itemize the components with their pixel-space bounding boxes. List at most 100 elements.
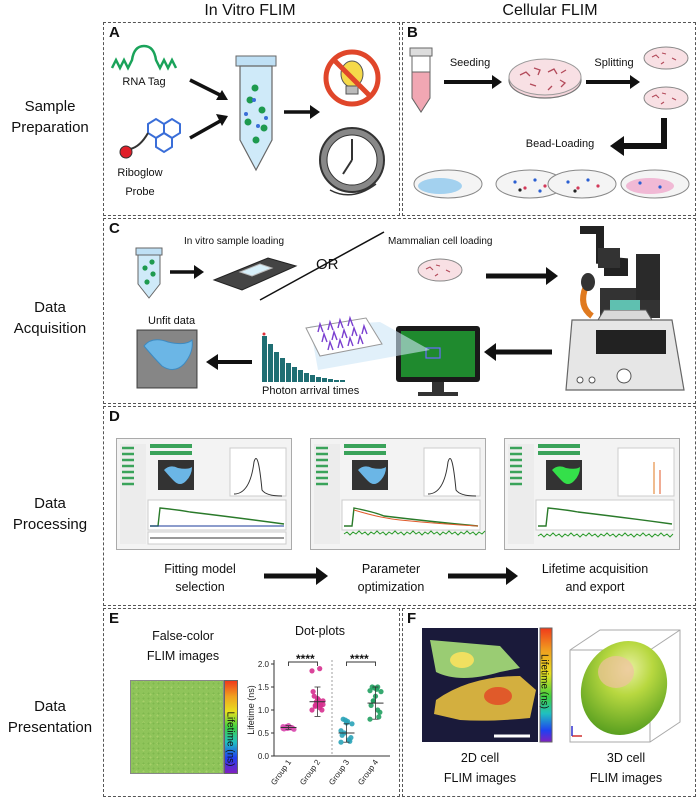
significance-bracket <box>288 661 318 666</box>
or-label: OR <box>316 256 339 273</box>
significance-bracket <box>346 661 376 666</box>
data-point <box>367 716 373 722</box>
no-light-icon <box>323 49 381 107</box>
dot-plots-title: Dot-plots <box>294 624 346 638</box>
column-header-in-vitro: In Vitro FLIM <box>204 2 296 19</box>
y-tick-label: 1.0 <box>258 706 270 715</box>
cell-loading-label: Mammalian cell loading <box>388 236 493 247</box>
probe-label-line-2: Probe <box>125 186 155 198</box>
y-axis-label: Lifetime (ns) <box>246 685 256 735</box>
data-point <box>349 721 355 727</box>
or-divider-line <box>259 231 385 301</box>
arrow-rna-to-tube <box>189 78 223 98</box>
step1-line-2: selection <box>175 580 225 594</box>
2d-cell-line-2: FLIM images <box>443 771 517 785</box>
step-parameter-label: Parameter optimization <box>336 560 446 596</box>
decay-histogram-3d-icon <box>305 315 383 357</box>
screenshot-3-content <box>508 444 675 544</box>
data-point <box>378 689 384 695</box>
screenshot-2-content <box>314 444 486 544</box>
microscope-icon <box>565 226 685 391</box>
unfit-data-label: Unfit data <box>148 315 196 327</box>
rna-tag-label: RNA Tag <box>122 76 166 88</box>
culture-dish-small-icons <box>643 46 689 110</box>
bead-loading-label: Bead-Loading <box>525 138 595 150</box>
y-tick-label: 0.5 <box>258 729 270 738</box>
panel-letter-a: A <box>109 24 120 41</box>
column-header-cellular: Cellular FLIM <box>502 2 598 19</box>
bead-loaded-dish-icons <box>413 169 690 199</box>
small-tube-icon <box>135 247 163 299</box>
screenshot-1-content <box>120 444 287 545</box>
data-point <box>310 689 316 695</box>
panel-letter-e: E <box>109 610 120 627</box>
row-label-data-processing: Data Processing <box>0 493 100 535</box>
step3-line-2: and export <box>565 580 625 594</box>
seeding-label: Seeding <box>449 57 491 69</box>
sample-slide-icon <box>212 257 298 291</box>
data-point <box>309 707 315 713</box>
step-fitting-model-label: Fitting model selection <box>140 560 260 596</box>
step2-line-1: Parameter <box>361 562 421 576</box>
photon-histogram-icon <box>262 332 345 382</box>
clock-icon <box>319 127 385 196</box>
false-color-line-2: FLIM images <box>146 649 220 663</box>
3d-cell-flim-image <box>569 629 681 743</box>
data-point <box>320 701 326 708</box>
y-tick-label: 0.0 <box>258 752 270 761</box>
row-label-line-1: Data <box>34 698 66 715</box>
data-point <box>342 717 348 723</box>
data-point <box>309 668 315 674</box>
arrow-bead-loading <box>620 118 667 149</box>
significance-marker-1: **** <box>296 652 315 666</box>
step1-line-1: Fitting model <box>164 562 236 576</box>
sample-tube-icon <box>235 55 277 172</box>
row-label-line-1: Data <box>34 299 66 316</box>
3d-cell-label: 3D cell FLIM images <box>576 748 676 788</box>
cell-dish-icon <box>417 258 463 282</box>
data-point <box>312 703 318 709</box>
splitting-label: Splitting <box>594 57 634 69</box>
step-lifetime-label: Lifetime acquisition and export <box>520 560 670 596</box>
panel-letter-c: C <box>109 220 120 237</box>
panel-letter-d: D <box>109 408 120 425</box>
panel-b <box>402 22 696 216</box>
computer-monitor-icon <box>396 326 480 396</box>
y-tick-label: 2.0 <box>258 660 270 669</box>
step2-line-2: optimization <box>357 580 425 594</box>
data-point <box>376 714 382 720</box>
3d-cell-line-2: FLIM images <box>589 771 663 785</box>
riboglow-probe-icon <box>119 117 181 159</box>
data-point <box>338 728 344 734</box>
lifetime-colorbar <box>224 680 238 774</box>
row-label-line-1: Data <box>34 495 66 512</box>
2d-cell-line-1: 2D cell <box>460 751 500 765</box>
row-label-line-2: Processing <box>12 516 88 533</box>
data-point <box>368 702 374 709</box>
panel-d <box>103 406 696 606</box>
probe-label-line-1: Riboglow <box>117 167 163 179</box>
data-point <box>338 739 344 745</box>
false-color-flim-image <box>130 680 224 774</box>
false-color-line-1: False-color <box>152 629 214 643</box>
data-point <box>367 688 373 694</box>
2d-cell-label: 2D cell FLIM images <box>430 748 530 788</box>
row-label-line-2: Presentation <box>7 719 93 736</box>
unfit-data-image <box>136 329 198 389</box>
step3-line-1: Lifetime acquisition <box>541 562 649 576</box>
panel-f <box>402 608 696 797</box>
row-label-line-2: Acquisition <box>13 320 87 337</box>
in-vitro-loading-label: In vitro sample loading <box>184 236 285 247</box>
data-point <box>319 707 325 713</box>
2d-colorbar-label: Lifetime (ns) <box>538 653 550 709</box>
panel-c <box>103 218 696 404</box>
row-label-line-2: Preparation <box>11 119 89 136</box>
probe-label: Riboglow Probe <box>110 164 170 202</box>
panel-letter-b: B <box>407 24 418 41</box>
